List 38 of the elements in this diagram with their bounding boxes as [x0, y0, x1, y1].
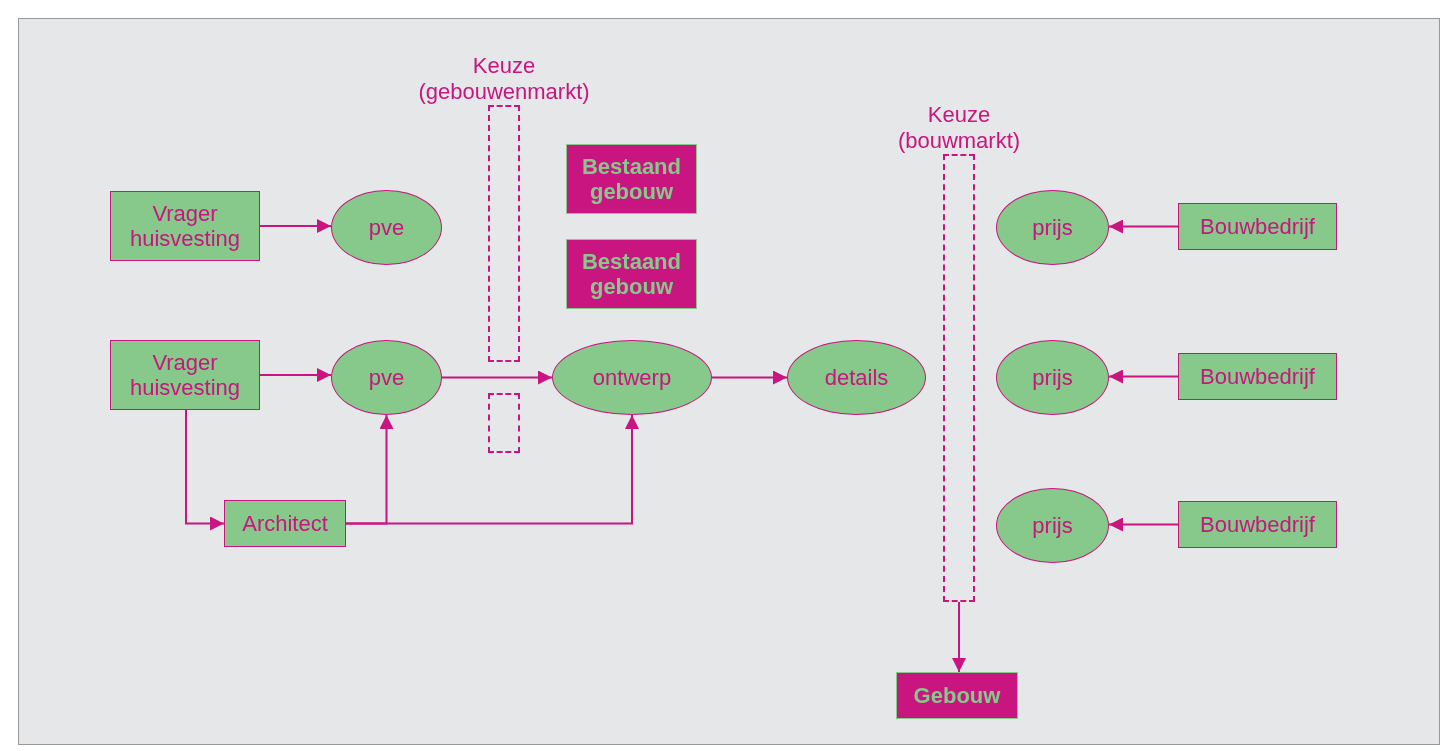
arrow: [1108, 369, 1179, 384]
node-label: Architect: [242, 510, 328, 537]
arrow: [1108, 219, 1179, 234]
node-label: prijs: [1032, 214, 1073, 241]
node-label: prijs: [1032, 512, 1073, 539]
node-label: Bouwbedrijf: [1200, 213, 1315, 240]
process-box: [110, 191, 260, 261]
node-label: Vrager huisvesting: [128, 200, 242, 252]
column-heading: Keuze (bouwmarkt): [896, 101, 1022, 153]
node-label: pve: [368, 214, 405, 241]
node-label: Gebouw: [913, 682, 1001, 709]
node-label: details: [824, 364, 889, 391]
node-label: ontwerp: [592, 364, 672, 391]
process-box: [1178, 501, 1337, 548]
node-label: Vrager huisvesting: [128, 349, 242, 401]
arrow: [185, 409, 225, 531]
arrow: [259, 219, 332, 233]
arrow: [441, 370, 553, 385]
process-box: [1178, 353, 1337, 400]
arrow: [345, 414, 639, 525]
node-label: Bestaand gebouw: [580, 153, 682, 205]
arrow: [1108, 517, 1179, 532]
node-label: Bestaand gebouw: [580, 248, 682, 300]
node-label: Bouwbedrijf: [1200, 363, 1315, 390]
node-label: prijs: [1032, 364, 1073, 391]
arrow: [711, 370, 788, 385]
building-box: [566, 144, 697, 214]
process-box: [110, 340, 260, 410]
arrow: [952, 601, 966, 673]
arrow: [259, 368, 332, 382]
building-box: [896, 672, 1018, 719]
process-box: [224, 500, 346, 547]
column-heading: Keuze (gebouwenmarkt): [417, 52, 591, 104]
process-box: [1178, 203, 1337, 250]
dashed-box: [488, 393, 520, 453]
building-box: [566, 239, 697, 309]
node-label: pve: [368, 364, 405, 391]
node-label: Bouwbedrijf: [1200, 511, 1315, 538]
